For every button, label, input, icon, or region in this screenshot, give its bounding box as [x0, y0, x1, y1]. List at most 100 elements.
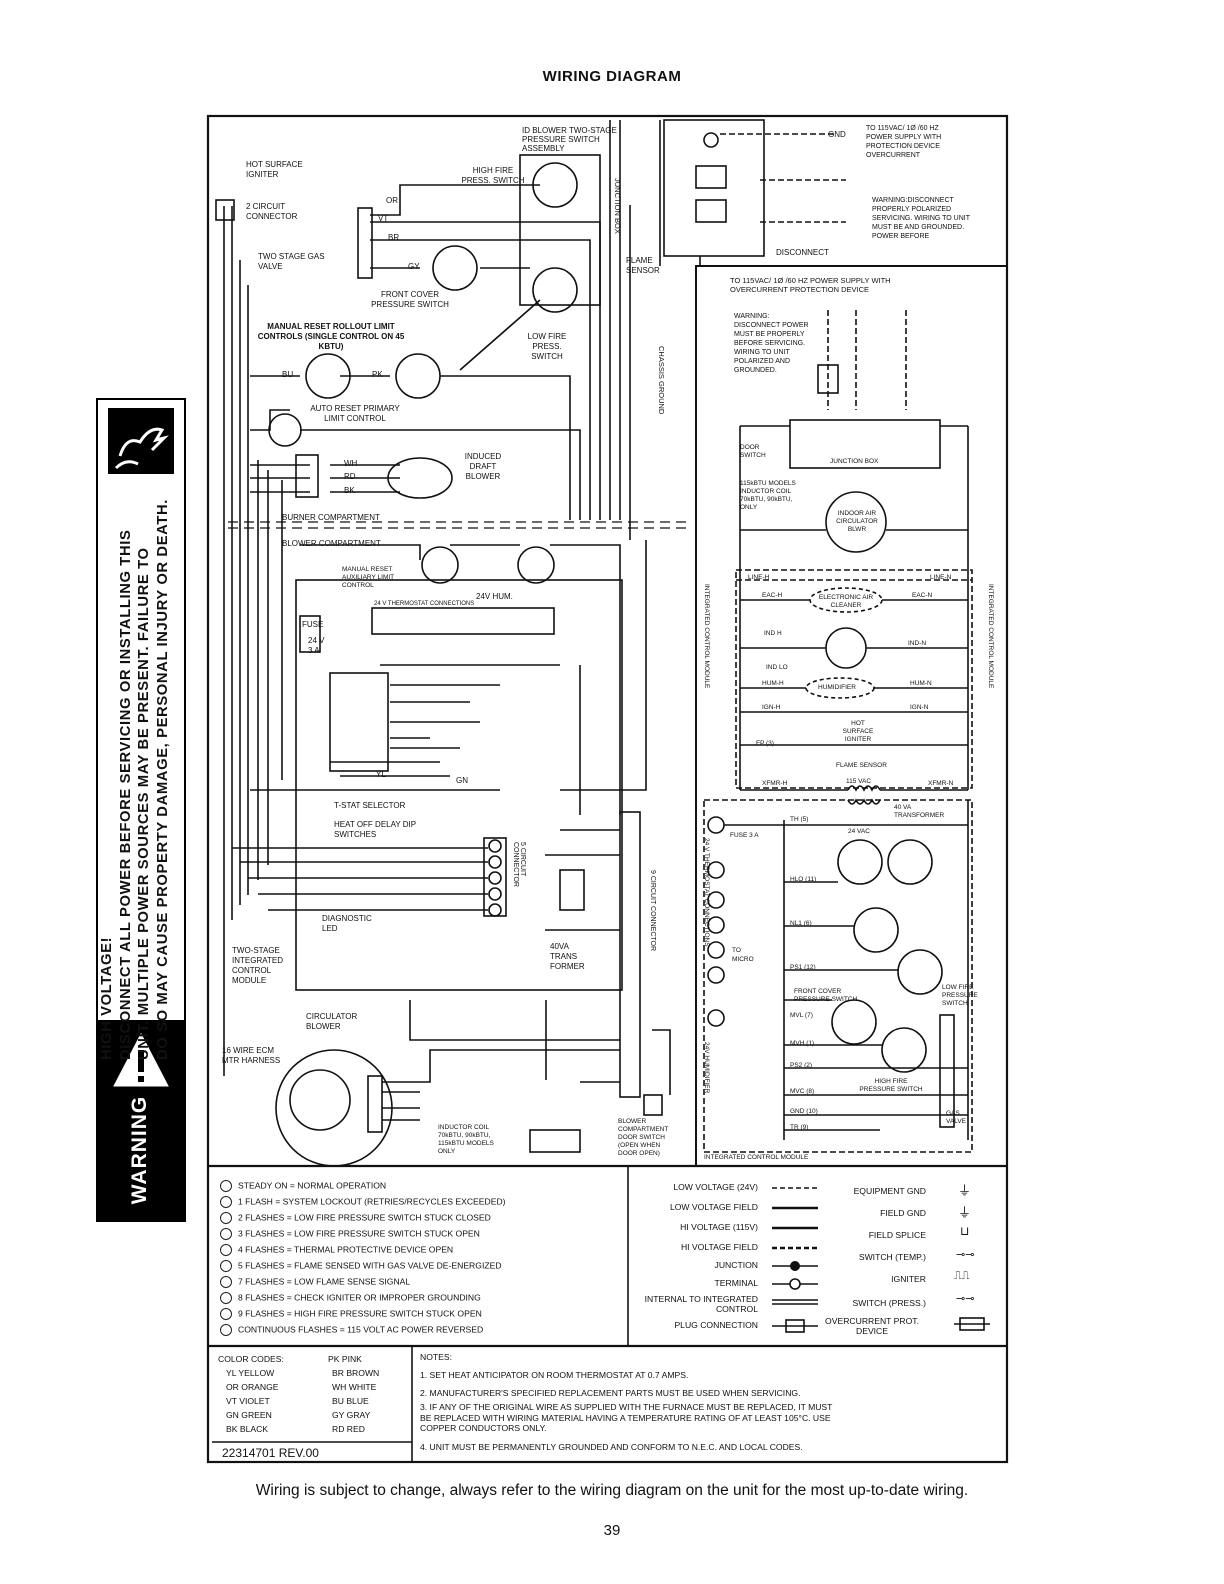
- symbol-legend-label: SWITCH (TEMP.): [858, 1252, 926, 1262]
- label-id-blower-switch: ID BLOWER TWO-STAGE PRESSURE SWITCH ASSE…: [522, 126, 617, 153]
- note-item: 2. MANUFACTURER'S SPECIFIED REPLACEMENT …: [420, 1388, 801, 1398]
- color-code-right: WH WHITE: [332, 1382, 377, 1392]
- label-heat-off-delay: HEAT OFF DELAY DIP SWITCHES: [334, 820, 416, 839]
- label-9-circuit-connector: 9 CIRCUIT CONNECTOR: [649, 870, 656, 952]
- notes-title: NOTES:: [420, 1352, 452, 1362]
- label-ladder-warning: WARNING: DISCONNECT POWER MUST BE PROPER…: [734, 313, 809, 374]
- color-code-left: BK BLACK: [226, 1424, 269, 1434]
- ladder-terminal: EAC-N: [912, 592, 933, 599]
- label-fuse: FUSE: [302, 620, 324, 629]
- symbol-legend-label: OVERCURRENT PROT. DEVICE: [825, 1316, 919, 1336]
- line-legend-label: JUNCTION: [714, 1260, 758, 1270]
- lv-terminal: TH (5): [790, 816, 809, 823]
- field-splice-icon: ⊔: [960, 1224, 970, 1238]
- diagram-title: WIRING DIAGRAM: [542, 68, 682, 85]
- label-thermostat-connections: 24 V THERMOSTAT CONNECTIONS: [374, 601, 475, 607]
- color-code-right: RD RED: [332, 1424, 365, 1434]
- label-low-fire-ps: LOW FIRE PRESSURE SWITCH: [942, 984, 978, 1007]
- warning-triangle-icon: [113, 1032, 169, 1087]
- lv-terminal: TR (9): [790, 1124, 809, 1131]
- label-inductor-models: 115kBTU MODELS INDUCTOR COIL 70kBTU, 90k…: [740, 480, 796, 511]
- led-icon: [220, 1292, 232, 1304]
- note-item: 4. UNIT MUST BE PERMANENTLY GROUNDED AND…: [420, 1442, 803, 1452]
- label-power-supply: TO 115VAC/ 1Ø /60 HZ POWER SUPPLY WITH P…: [866, 125, 942, 159]
- line-legend-label: PLUG CONNECTION: [674, 1320, 758, 1330]
- led-icon: [220, 1324, 232, 1336]
- ladder-terminal: FP (3): [756, 740, 774, 747]
- label-warning-disconnect: WARNING:DISCONNECT PROPERLY POLARIZED SE…: [872, 197, 970, 240]
- label-manual-reset: MANUAL RESET ROLLOUT LIMIT CONTROLS (SIN…: [257, 322, 405, 351]
- label-auto-reset: AUTO RESET PRIMARY LIMIT CONTROL: [310, 404, 400, 423]
- label-manual-reset-aux: MANUAL RESET AUXILIARY LIMIT CONTROL: [342, 566, 395, 589]
- led-icon: [220, 1308, 232, 1320]
- ladder-terminal: XFMR-N: [928, 780, 954, 787]
- ladder-terminal: LINE-H: [748, 574, 770, 581]
- diagnostic-code-row: 1 FLASH = SYSTEM LOCKOUT (RETRIES/RECYCL…: [220, 1196, 506, 1208]
- lv-terminal: PS2 (2): [790, 1062, 813, 1069]
- ladder-terminal: IND-N: [908, 640, 927, 647]
- lv-terminal: HLO (11): [790, 876, 817, 883]
- wire-color-label: PK: [372, 370, 383, 379]
- diagnostic-code-row: 5 FLASHES = FLAME SENSED WITH GAS VALVE …: [220, 1260, 502, 1272]
- label-fuse3a: FUSE 3 A: [730, 832, 759, 839]
- line-legend-label: LOW VOLTAGE (24V): [673, 1182, 758, 1192]
- symbol-legend-label: SWITCH (PRESS.): [852, 1298, 926, 1308]
- label-2-circuit-connector: 2 CIRCUIT CONNECTOR: [246, 202, 298, 221]
- note-item: 1. SET HEAT ANTICIPATOR ON ROOM THERMOST…: [420, 1370, 689, 1380]
- label-hot-surface: HOT SURFACE IGNITER: [842, 720, 874, 743]
- wire-color-label: BR: [388, 233, 400, 242]
- label-two-stage-module: TWO-STAGE INTEGRATED CONTROL MODULE: [232, 946, 283, 985]
- wire-color-label: BK: [344, 486, 355, 495]
- lv-terminal: MVH (1): [790, 1040, 815, 1047]
- ladder-terminal: HUM-H: [762, 680, 784, 687]
- color-code-left: YL YELLOW: [226, 1368, 275, 1378]
- label-integrated-control-module: INTEGRATED CONTROL MODULE: [704, 1154, 809, 1161]
- line-legend-label: HI VOLTAGE (115V): [680, 1222, 758, 1232]
- label-115vac: 115 VAC: [846, 778, 872, 785]
- label-fuse-rating: 24 V 3 A: [308, 636, 325, 655]
- lv-terminal: NL1 (6): [790, 920, 812, 927]
- label-gas-valve: GAS VALVE: [946, 1110, 966, 1125]
- warning-label: WARNING HIGH VOLTAGE! DISCONNECT ALL POW…: [96, 398, 186, 1222]
- color-code-right: BU BLUE: [332, 1396, 369, 1406]
- ladder-terminal: IND LO: [766, 664, 788, 671]
- led-icon: [220, 1196, 232, 1208]
- label-indoor-air: INDOOR AIR CIRCULATOR BLWR: [836, 510, 878, 533]
- footer-note: Wiring is subject to change, always refe…: [255, 1482, 969, 1499]
- label-hot-surface-igniter: HOT SURFACE IGNITER: [246, 160, 303, 179]
- label-icm-right: INTEGRATED CONTROL MODULE: [987, 584, 994, 689]
- wire-color-label: VT: [378, 214, 389, 223]
- led-icon: [220, 1260, 232, 1272]
- wire-color-label: GY: [408, 262, 420, 271]
- label-door-switch: DOOR SWITCH: [740, 444, 766, 459]
- label-to-micro: TO MICRO: [732, 947, 754, 963]
- pressure-switch-icon: ⊸⊸: [956, 1293, 975, 1305]
- symbol-legend-label: IGNITER: [891, 1274, 926, 1284]
- color-code-left: GN GREEN: [226, 1410, 272, 1420]
- label-high-fire-ps: HIGH FIRE PRESSURE SWITCH: [859, 1078, 923, 1093]
- temp-switch-icon: ⊸⊸: [956, 1249, 975, 1261]
- led-icon: [220, 1180, 232, 1192]
- shock-hand-icon: [108, 408, 174, 474]
- ladder-terminal: HUM-N: [910, 680, 932, 687]
- lv-terminal: MVL (7): [790, 1012, 813, 1019]
- line-legend-label: HI VOLTAGE FIELD: [680, 1242, 758, 1252]
- label-disconnect: DISCONNECT: [776, 248, 829, 257]
- line-legend-label: INTERNAL TO INTEGRATED CONTROL: [644, 1294, 758, 1314]
- symbol-legend-label: EQUIPMENT GND: [853, 1186, 926, 1196]
- label-ladder-supply: TO 115VAC/ 1Ø /60 HZ POWER SUPPLY WITH O…: [730, 276, 891, 294]
- led-icon: [220, 1228, 232, 1240]
- label-flame-sense: FLAME SENSOR: [836, 762, 887, 769]
- color-code-left: COLOR CODES:: [218, 1354, 284, 1364]
- label-low-fire-switch: LOW FIRE PRESS. SWITCH: [527, 332, 567, 361]
- symbol-legend-label: FIELD GND: [880, 1208, 926, 1218]
- label-24v-hum: 24V HUM.: [476, 592, 513, 601]
- diagnostic-code-row: CONTINUOUS FLASHES = 115 VOLT AC POWER R…: [220, 1324, 483, 1336]
- label-high-fire-switch: HIGH FIRE PRESS. SWITCH: [461, 166, 525, 185]
- label-burner-compartment: BURNER COMPARTMENT: [282, 513, 380, 522]
- lv-terminal: PS1 (12): [790, 964, 816, 971]
- color-code-left: VT VIOLET: [226, 1396, 270, 1406]
- wire-color-label: YL: [376, 770, 386, 779]
- label-transformer: 40 VA TRANSFORMER: [894, 804, 945, 819]
